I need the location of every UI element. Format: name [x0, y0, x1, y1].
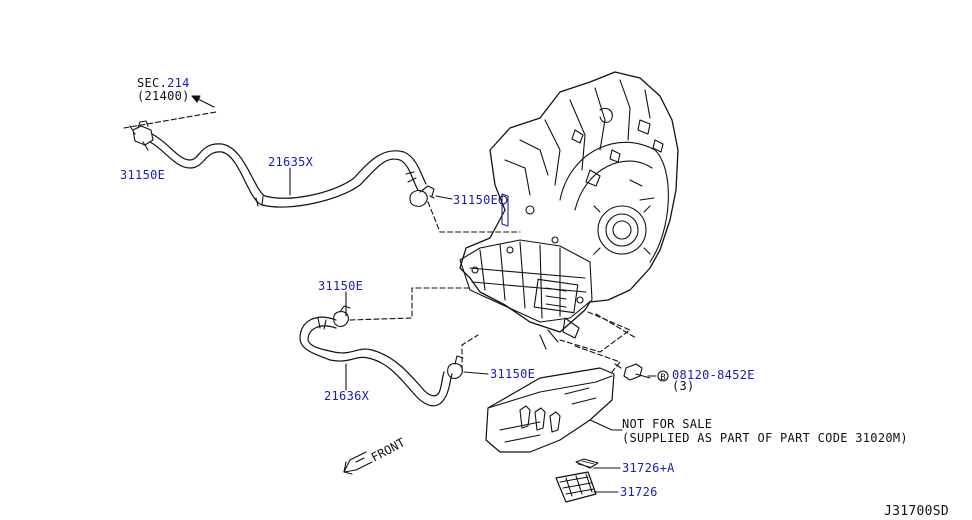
part-21636x[interactable]: 21636X	[324, 389, 370, 403]
front-label: FRONT	[369, 435, 407, 464]
leader-lines	[289, 167, 657, 493]
bolt	[614, 363, 651, 381]
plate	[575, 458, 599, 469]
sec-arrow	[191, 95, 215, 108]
part-31150e-top-left[interactable]: 31150E	[120, 168, 166, 182]
not-for-sale-note: NOT FOR SALE	[622, 417, 713, 431]
sec-prefix: SEC.	[137, 76, 168, 90]
diagram-id: J31700SD	[884, 504, 950, 519]
sec-sub-code: (21400)	[137, 89, 190, 103]
part-31726[interactable]: 31726	[620, 485, 658, 499]
supplied-as-part-note: (SUPPLIED AS PART OF PART CODE 31020M)	[622, 431, 908, 445]
dash-leaders-bottom	[349, 287, 637, 373]
transmission-body	[459, 71, 679, 350]
part-08120-8452e[interactable]: 08120-8452E	[672, 368, 755, 382]
part-31150e-upper-right[interactable]: 31150E	[453, 193, 499, 207]
bolt-marker-letter: B	[660, 373, 665, 383]
clip-top-left	[132, 120, 154, 151]
hose-upper	[149, 133, 427, 208]
part-31150e-lower[interactable]: 31150E	[490, 367, 536, 381]
part-21635x[interactable]: 21635X	[268, 155, 314, 169]
bolt-marker-circle	[657, 370, 669, 382]
clip-mid-upper	[409, 185, 435, 207]
strainer	[555, 471, 597, 503]
dash-leaders-top	[123, 111, 521, 233]
clip-lower	[447, 355, 464, 379]
front-arrow	[343, 451, 373, 475]
clip-mid-left	[333, 305, 351, 327]
sec-reference: SEC.214	[137, 76, 190, 90]
hose-lower	[299, 316, 453, 407]
sec-number-link[interactable]: 214	[167, 76, 190, 90]
bolt-quantity: (3)	[672, 379, 695, 393]
part-31150e-mid[interactable]: 31150E	[318, 279, 364, 293]
part-31726-plus-a[interactable]: 31726+A	[622, 461, 675, 475]
